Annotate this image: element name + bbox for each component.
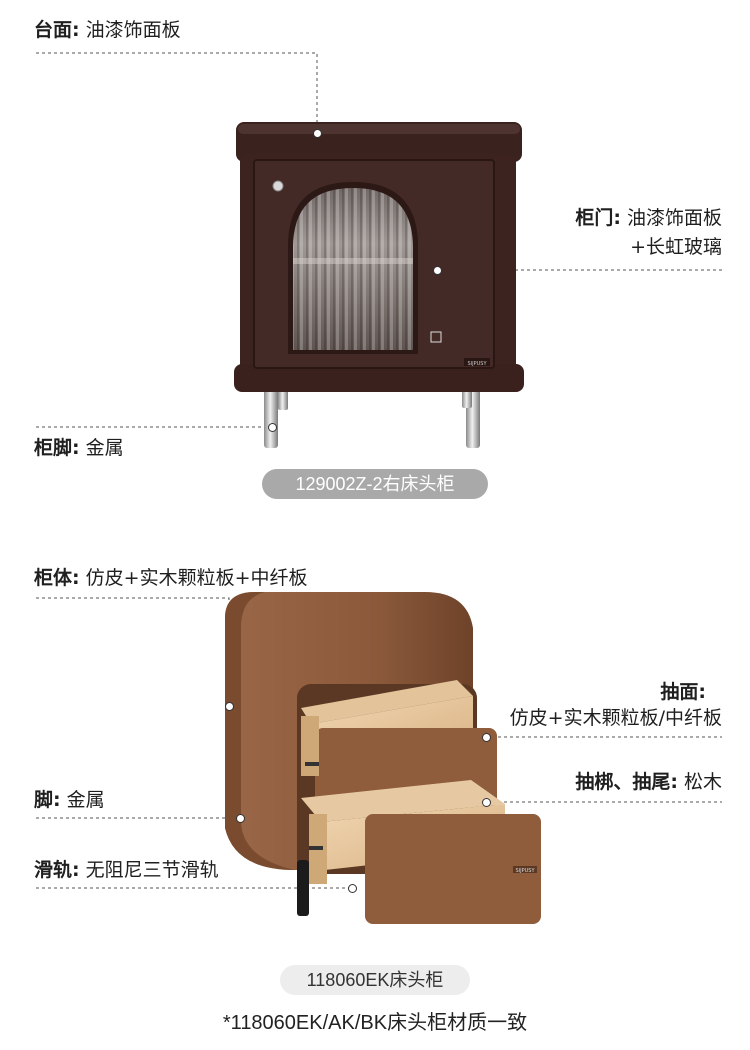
callout-slides-label: 滑轨: 无阻尼三节滑轨 bbox=[34, 858, 219, 882]
callout-body-value: 仿皮+实木颗粒板+中纤板 bbox=[85, 567, 308, 589]
callout-body-key: 柜体: bbox=[34, 567, 80, 589]
callout-drawer-front-key-text: 抽面: bbox=[660, 681, 706, 703]
cabinet-1-illustration: SIJPUSY bbox=[234, 122, 524, 448]
callout-top-key: 台面: bbox=[34, 19, 80, 41]
cabinet-2-badge: SIJPUSY bbox=[515, 868, 535, 874]
cabinet-1-badge: SIJPUSY bbox=[467, 361, 487, 367]
callout-door-dot bbox=[433, 266, 442, 275]
callout-legs-2-label: 脚: 金属 bbox=[34, 788, 105, 812]
callout-slides-dot bbox=[348, 884, 357, 893]
callout-door-value-2: +长虹玻璃 bbox=[630, 236, 722, 258]
callout-legs-label: 柜脚: 金属 bbox=[34, 436, 124, 460]
callout-drawer-front-value: 仿皮+实木颗粒板/中纤板 bbox=[509, 707, 722, 729]
callout-drawer-front-dot bbox=[482, 733, 491, 742]
callout-door-key: 柜门: bbox=[575, 207, 621, 229]
callout-slides-value: 无阻尼三节滑轨 bbox=[85, 859, 219, 881]
callout-top-value: 油漆饰面板 bbox=[85, 19, 181, 41]
callout-slides-key: 滑轨: bbox=[34, 859, 80, 881]
callout-door-label: 柜门: 油漆饰面板 bbox=[575, 206, 722, 230]
callout-top-dot bbox=[313, 129, 322, 138]
callout-legs-2-dot bbox=[236, 814, 245, 823]
product-2-model-pill: 118060EK床头柜 bbox=[280, 965, 470, 995]
callout-door-value: 油漆饰面板 bbox=[626, 207, 722, 229]
callout-legs-2-key: 脚: bbox=[34, 789, 61, 811]
callout-legs-dot bbox=[268, 423, 277, 432]
material-note: *118060EK/AK/BK床头柜材质一致 bbox=[222, 1012, 528, 1034]
callout-drawer-side-dot bbox=[482, 798, 491, 807]
callout-top-label: 台面: 油漆饰面板 bbox=[34, 18, 181, 42]
callout-body-label: 柜体: 仿皮+实木颗粒板+中纤板 bbox=[34, 566, 308, 590]
cabinet-2-illustration: SIJPUSY bbox=[225, 592, 541, 924]
product-1-model-pill: 129002Z-2右床头柜 bbox=[262, 469, 488, 499]
callout-drawer-side-label: 抽梆、抽尾: 松木 bbox=[575, 770, 722, 794]
callout-legs-2-value: 金属 bbox=[66, 789, 105, 811]
callout-drawer-front-key: 抽面: bbox=[660, 680, 706, 704]
callout-legs-key: 柜脚: bbox=[34, 437, 80, 459]
callout-legs-value: 金属 bbox=[85, 437, 124, 459]
callout-body-dot bbox=[225, 702, 234, 711]
callout-drawer-side-value: 松木 bbox=[683, 771, 722, 793]
callout-drawer-side-key: 抽梆、抽尾: bbox=[575, 771, 678, 793]
